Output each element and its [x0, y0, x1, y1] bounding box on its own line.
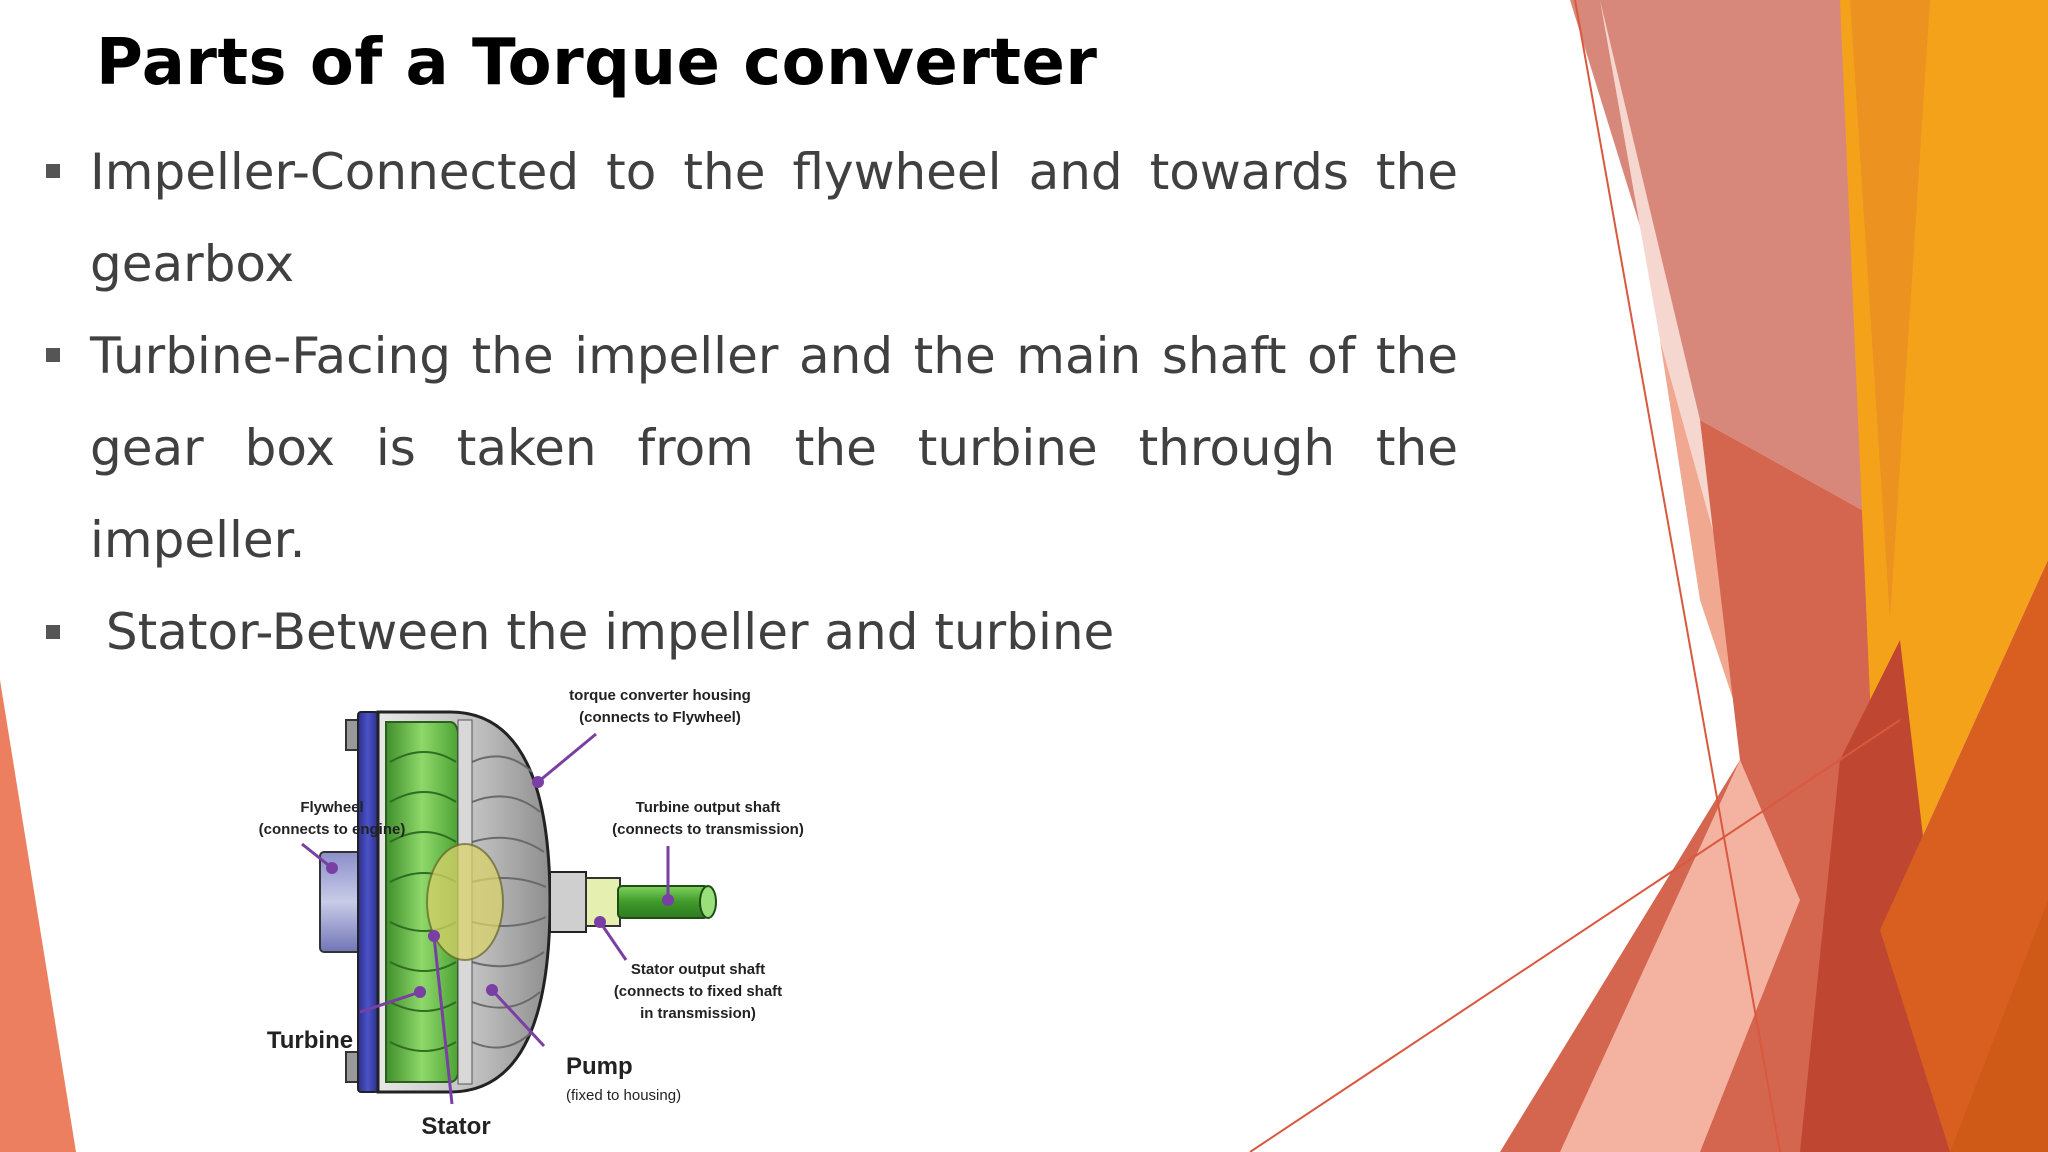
label-stator-shaft-sub: (connects to fixed shaft: [614, 983, 782, 1000]
thin-line-a: [1574, 0, 1781, 1152]
label-stator-shaft: Stator output shaft: [631, 961, 765, 978]
bullet-marker: [46, 348, 60, 362]
bullet-marker: [46, 625, 60, 639]
label-turbine: Turbine: [267, 1027, 353, 1054]
slide-title: Parts of a Torque converter: [96, 26, 1098, 100]
bullet-list: Impeller-Connected to the flywheel and t…: [46, 143, 1458, 661]
bullet-marker: [46, 164, 60, 178]
facet-orange-corner: [1950, 900, 2048, 1152]
label-turbine-shaft: Turbine output shaft: [636, 799, 781, 816]
bullet-stator: Stator-Between the impeller and turbine: [90, 603, 1115, 661]
thin-line-b: [1249, 719, 1901, 1152]
label-flywheel: Flywheel: [300, 799, 363, 816]
label-stator-shaft-sub2: in transmission): [640, 1005, 756, 1022]
flex-plate: [357, 711, 379, 1093]
label-pump-sub: (fixed to housing): [566, 1087, 681, 1104]
label-housing: torque converter housing: [569, 687, 751, 704]
stator-shaft: [549, 871, 587, 933]
callout-dots: [326, 776, 674, 998]
stator-core: [426, 843, 504, 961]
bullet-turbine: Turbine-Facing the impeller and the main…: [90, 327, 1458, 569]
label-stator: Stator: [421, 1113, 490, 1140]
facet-orange-low: [1880, 560, 2048, 1152]
label-housing-sub: (connects to Flywheel): [579, 709, 741, 726]
callout-lines: [301, 732, 670, 1105]
shaft-end: [699, 885, 717, 919]
torque-converter-diagram: torque converter housing (connects to Fl…: [259, 687, 804, 1140]
label-flywheel-sub: (connects to engine): [259, 821, 406, 838]
label-turbine-shaft-sub: (connects to transmission): [612, 821, 804, 838]
bullet-impeller: Impeller-Connected to the flywheel and t…: [90, 143, 1458, 293]
facet-salmon-top: [1570, 0, 1880, 520]
left-orange-sliver: [0, 680, 76, 1152]
facet-orange-mid: [1850, 0, 1930, 620]
label-pump: Pump: [566, 1053, 633, 1080]
facet-light-lower: [1560, 760, 1800, 1152]
